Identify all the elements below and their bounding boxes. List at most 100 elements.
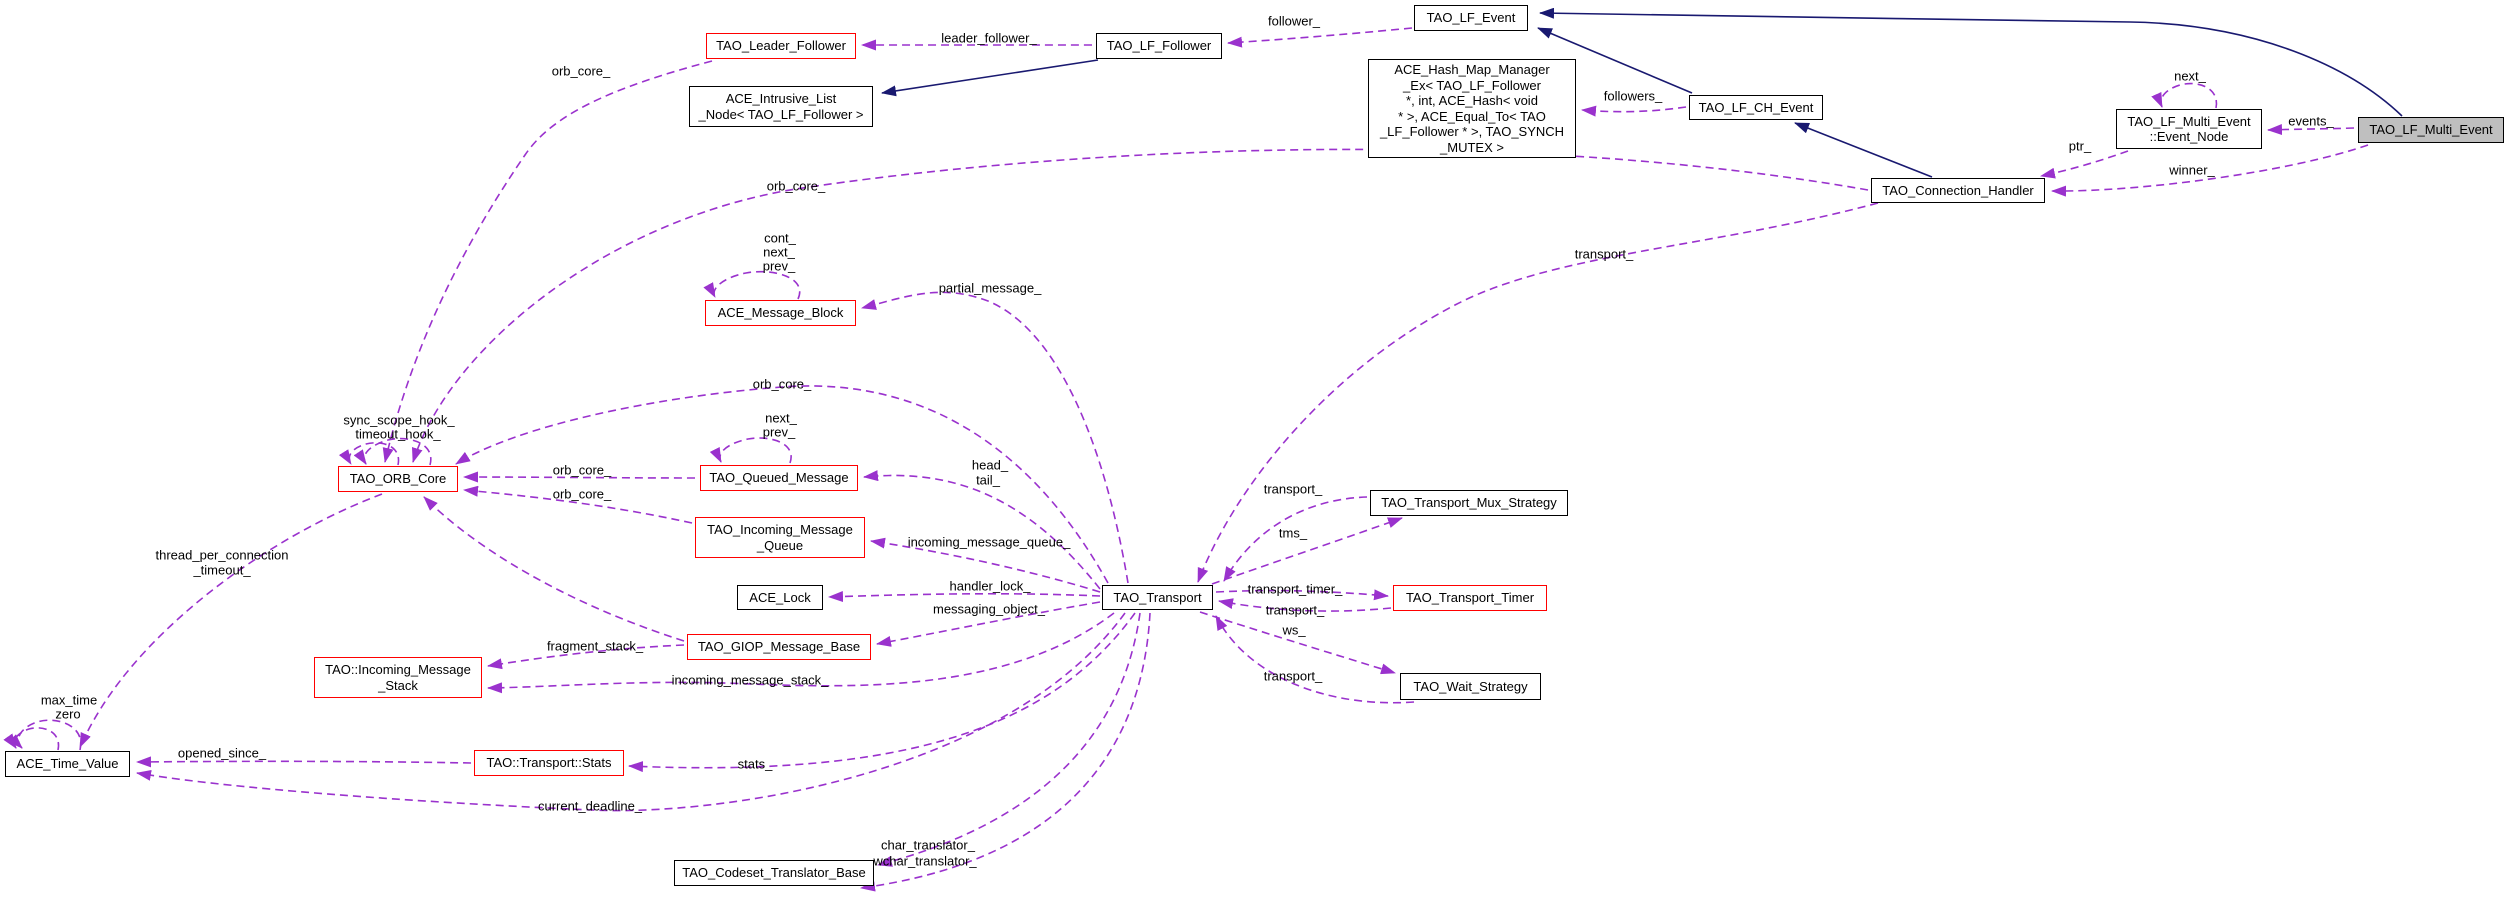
node-tao-incoming-message-queue[interactable]: TAO_Incoming_Message_Queue bbox=[695, 517, 865, 558]
node-tao-transport-mux-strategy[interactable]: TAO_Transport_Mux_Strategy bbox=[1370, 490, 1568, 516]
node-ace-time-value[interactable]: ACE_Time_Value bbox=[5, 751, 130, 777]
edge-label: orb_core_ bbox=[552, 486, 612, 502]
edge-use-orb-core-self-2 bbox=[353, 437, 432, 466]
node-label: TAO_Connection_Handler bbox=[1882, 182, 2034, 198]
edge-use-current-deadline bbox=[136, 612, 1126, 812]
edge-label: char_translator_ bbox=[881, 837, 975, 853]
edge-use-transport-timer bbox=[1215, 589, 1389, 601]
node-tao-lf-follower[interactable]: TAO_LF_Follower bbox=[1096, 33, 1222, 59]
edge-use-time-value-self-2 bbox=[8, 719, 82, 751]
edge-use-tms bbox=[1211, 517, 1403, 585]
edge-use-partial-message bbox=[861, 291, 1129, 584]
edge-use-orb-core-self-1 bbox=[338, 442, 400, 466]
edge-label: messaging_object_ bbox=[932, 601, 1046, 617]
edge-use-thread-per-connection-timeout bbox=[79, 493, 383, 748]
node-tao-transport-timer[interactable]: TAO_Transport_Timer bbox=[1393, 585, 1547, 611]
node-label: TAO_Transport_Timer bbox=[1405, 590, 1535, 606]
edge-inherit-multi-event-lf-event bbox=[1539, 7, 2403, 117]
edge-label: fragment_stack_ bbox=[546, 638, 644, 654]
node-tao-transport[interactable]: TAO_Transport bbox=[1102, 585, 1213, 610]
edge-label: follower_ bbox=[1267, 13, 1321, 29]
edge-inherit-conn-handler-ch-event bbox=[1794, 122, 1933, 178]
node-label: ACE_Intrusive_List bbox=[725, 91, 837, 106]
node-tao-lf-event[interactable]: TAO_LF_Event bbox=[1414, 5, 1528, 31]
edge-use-stats bbox=[628, 612, 1136, 773]
edge-label: prev_ bbox=[762, 258, 796, 274]
node-tao-incoming-message-stack[interactable]: TAO::Incoming_Message_Stack bbox=[314, 657, 482, 698]
edge-label: next_ bbox=[763, 244, 795, 260]
edge-label: transport_ bbox=[1263, 668, 1323, 684]
edge-label: tail_ bbox=[976, 472, 1000, 488]
edge-label: transport_timer_ bbox=[1247, 581, 1343, 597]
edge-label: thread_per_connection bbox=[155, 547, 289, 563]
node-label: TAO_LF_Event bbox=[1426, 10, 1516, 26]
node-label: _Ex< TAO_LF_Follower bbox=[1403, 77, 1541, 93]
node-label: _Stack bbox=[378, 677, 418, 693]
edge-label: winner_ bbox=[2169, 162, 2215, 178]
node-label: TAO_Leader_Follower bbox=[716, 38, 846, 54]
node-tao-lf-ch-event[interactable]: TAO_LF_CH_Event bbox=[1689, 95, 1823, 120]
edge-use-orb-core-from-leader-follower bbox=[382, 60, 713, 463]
node-label: TAO_ORB_Core bbox=[349, 471, 447, 487]
node-tao-giop-message-base[interactable]: TAO_GIOP_Message_Base bbox=[687, 634, 871, 660]
edge-use-orb-core-from-queued bbox=[463, 471, 696, 483]
edge-label: stats_ bbox=[737, 756, 773, 772]
node-ace-lock[interactable]: ACE_Lock bbox=[737, 585, 823, 610]
edge-label: prev_ bbox=[762, 424, 796, 440]
edge-label: partial_message_ bbox=[938, 280, 1042, 296]
node-tao-codeset-translator-base[interactable]: TAO_Codeset_Translator_Base bbox=[674, 860, 874, 886]
node-tao-transport-stats[interactable]: TAO::Transport::Stats bbox=[474, 750, 624, 776]
edge-label: next_ bbox=[2174, 68, 2206, 84]
edge-label: incoming_message_stack_ bbox=[671, 672, 829, 688]
edge-label: orb_core_ bbox=[752, 376, 812, 392]
edge-label: orb_core_ bbox=[552, 462, 612, 478]
edge-use-message-block-self bbox=[703, 270, 801, 300]
edge-use-time-value-self-1 bbox=[3, 727, 60, 751]
edge-use-queued-message-self bbox=[709, 437, 792, 464]
edge-label: sync_scope_hook_ bbox=[343, 412, 455, 428]
edge-label: next_ bbox=[765, 410, 797, 426]
edge-use-winner bbox=[2051, 144, 2369, 197]
edge-label: zero bbox=[55, 706, 81, 722]
node-tao-connection-handler[interactable]: TAO_Connection_Handler bbox=[1871, 178, 2045, 203]
node-tao-wait-strategy[interactable]: TAO_Wait_Strategy bbox=[1400, 673, 1541, 700]
node-label: TAO_GIOP_Message_Base bbox=[697, 639, 861, 655]
node-tao-lf-multi-event-event-node[interactable]: TAO_LF_Multi_Event::Event_Node bbox=[2116, 109, 2262, 149]
node-label: TAO_Wait_Strategy bbox=[1413, 678, 1528, 694]
node-tao-orb-core[interactable]: TAO_ORB_Core bbox=[338, 466, 458, 492]
edge-use-handler-lock bbox=[828, 591, 1101, 603]
edge-label: orb_core_ bbox=[551, 63, 611, 79]
edge-use-orb-core-from-transport bbox=[455, 385, 1109, 584]
node-ace-intrusive-list-node[interactable]: ACE_Intrusive_List_Node< TAO_LF_Follower… bbox=[689, 86, 873, 127]
edge-use-ws bbox=[1199, 611, 1396, 675]
node-label: TAO_Transport bbox=[1113, 589, 1202, 605]
node-ace-message-block[interactable]: ACE_Message_Block bbox=[705, 300, 856, 326]
node-tao-leader-follower[interactable]: TAO_Leader_Follower bbox=[706, 33, 856, 59]
node-label: _Queue bbox=[756, 537, 804, 553]
edge-use-opened-since bbox=[136, 756, 472, 768]
edge-use-followers bbox=[1581, 105, 1687, 117]
edge-label: followers_ bbox=[1603, 88, 1663, 104]
node-label: TAO::Incoming_Message bbox=[325, 662, 471, 677]
node-label: TAO_LF_CH_Event bbox=[1698, 99, 1814, 115]
node-label: *, int, ACE_Hash< void bbox=[1406, 93, 1538, 108]
edge-label: transport_ bbox=[1263, 481, 1323, 497]
node-label: TAO_Queued_Message bbox=[709, 470, 849, 486]
edge-use-ptr bbox=[2040, 150, 2129, 179]
edge-use-events bbox=[2267, 124, 2355, 136]
node-label: ACE_Time_Value bbox=[16, 756, 119, 772]
node-ace-hash-map-manager[interactable]: ACE_Hash_Map_Manager_Ex< TAO_LF_Follower… bbox=[1368, 59, 1576, 158]
node-label: TAO_LF_Multi_Event bbox=[2127, 113, 2251, 129]
edge-label: head_ bbox=[971, 457, 1009, 473]
node-tao-queued-message[interactable]: TAO_Queued_Message bbox=[700, 465, 858, 491]
edge-inherit-ch-event-lf-event bbox=[1537, 27, 1693, 94]
edge-label: ptr_ bbox=[2068, 138, 2092, 154]
edge-label: _timeout_ bbox=[193, 562, 251, 578]
node-label: TAO_Codeset_Translator_Base bbox=[682, 865, 866, 881]
edge-label: opened_since_ bbox=[177, 745, 267, 761]
edge-use-char-translator bbox=[877, 612, 1141, 867]
edge-use-incoming-message-stack bbox=[487, 612, 1115, 694]
edge-label: leader_follower_ bbox=[941, 30, 1037, 46]
node-label: TAO::Transport::Stats bbox=[486, 755, 612, 771]
